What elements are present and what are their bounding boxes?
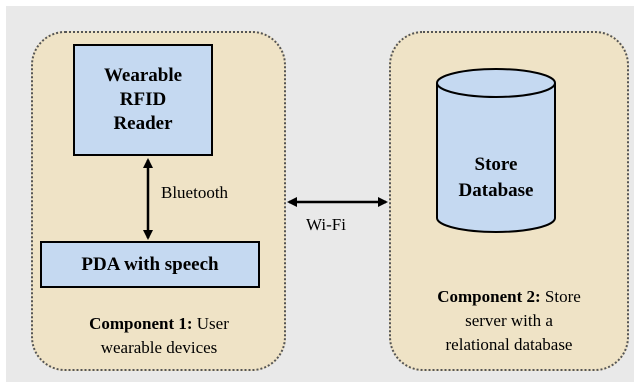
rfid-reader-line1: Wearable (103, 65, 183, 87)
component-2-caption: Component 2: Store server with a relatio… (392, 285, 626, 356)
component-2-caption-bold: Component 2: (437, 287, 541, 306)
store-database-line2: Database (459, 180, 534, 201)
component-1-caption: Component 1: User wearable devices (34, 312, 284, 360)
rfid-reader-line2: RFID (119, 89, 167, 111)
component-1-caption-rest: User (192, 314, 229, 333)
component-2-caption-line3: relational database (445, 334, 573, 354)
wifi-label: Wi-Fi (306, 215, 346, 234)
component-2-caption-line2: server with a (465, 310, 553, 330)
store-database-cylinder: Store Database (436, 68, 556, 233)
store-database-line1: Store (475, 154, 518, 175)
pda-label: PDA with speech (81, 253, 219, 275)
pda-box: PDA with speech (40, 241, 260, 288)
rfid-reader-box: Wearable RFID Reader (73, 44, 213, 156)
rfid-reader-line3: Reader (113, 112, 173, 134)
component-1-caption-line2: wearable devices (100, 337, 218, 357)
bluetooth-label: Bluetooth (161, 183, 229, 202)
component-2-caption-rest: Store (540, 287, 581, 306)
component-1-caption-bold: Component 1: (89, 314, 193, 333)
